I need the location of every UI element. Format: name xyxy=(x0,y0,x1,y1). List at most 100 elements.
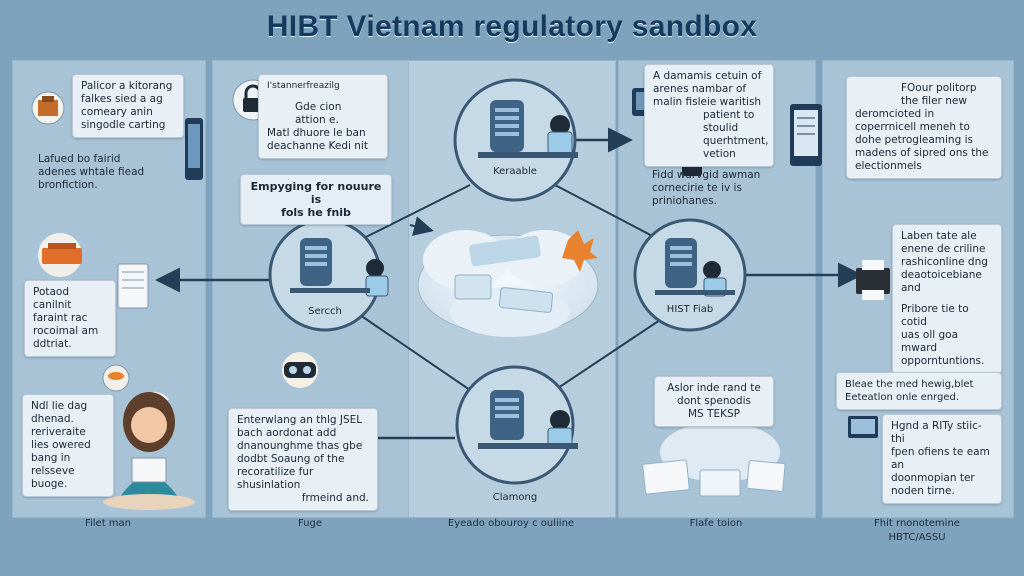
phone-icon xyxy=(185,118,203,180)
text-line: falkes sied a ag xyxy=(81,93,163,105)
text-line: Potaod canilnit xyxy=(33,286,72,311)
text-line: fols he fnib xyxy=(281,206,351,219)
text-line: lies owered xyxy=(31,439,91,451)
text-line: rashiconline dng xyxy=(901,256,988,268)
col2-card-bottom: Enterwlang an thlg JSEL bach aordonat ad… xyxy=(228,408,378,511)
person-illustration xyxy=(102,364,195,510)
text-line: uas oll goa mward xyxy=(901,329,959,354)
text-line: deachanne Kedi nit xyxy=(267,140,368,152)
cloud-stack-illustration xyxy=(642,422,786,497)
cloud-illustration xyxy=(417,230,599,337)
text-line: Gde cion xyxy=(295,101,342,113)
col2-card-top: I'stannerfreazilg Gde cion attion e. Mat… xyxy=(258,74,388,159)
col1-footer: Filet man xyxy=(84,518,132,529)
col5-footer-code: HBTC/ASSU xyxy=(888,532,946,543)
text-line: bach aordonat add xyxy=(237,427,337,439)
col5-card-mid: Laben tate ale enene de criline rashicon… xyxy=(892,224,1002,374)
col1-card-top: Palicor a kitorang falkes sied a ag come… xyxy=(72,74,184,138)
col1-card-bottom: Ndl lie dag dhenad. reriveraite lies owe… xyxy=(22,394,114,497)
col4-card-top: A damamis cetuin of arenes nambar of mal… xyxy=(644,64,774,167)
text-line: Palicor a kitorang xyxy=(81,80,173,92)
col2-footer: Fuge xyxy=(297,518,323,529)
text-line: doonmopian ter xyxy=(891,472,975,484)
text-line: madens of sipred ons the xyxy=(855,147,989,159)
text-line: fpen ofiens te eam an xyxy=(891,446,990,471)
toolbox-icon xyxy=(38,233,82,277)
hub-left xyxy=(268,218,389,332)
hub-top xyxy=(453,78,578,202)
col4-card-note: Fidd warvgid awman cornecirie te iv is p… xyxy=(644,164,774,213)
col4-footer: Flafe toion xyxy=(689,518,743,529)
col5-card-bottom: Hgnd a RITy stiic-thi fpen ofiens te eam… xyxy=(882,414,1002,504)
text-line: adenes whtale fiead xyxy=(38,166,145,178)
text-line: electionmels xyxy=(855,160,922,172)
text-line: opporntuntions. xyxy=(901,355,985,367)
hub-connectors xyxy=(359,184,661,391)
text-line: Aslor inde rand te xyxy=(667,382,761,394)
card-heading: I'stannerfreazilg xyxy=(267,81,340,91)
vr-headset-icon xyxy=(282,352,318,388)
text-line: dnanounghme thas gbe xyxy=(237,440,363,452)
text-line: Pribore tie to cotid xyxy=(901,303,969,328)
text-line: coperrnicell meneh to xyxy=(855,121,970,133)
document-icon xyxy=(117,263,149,309)
text-line: Lafued bo fairid xyxy=(38,153,121,165)
page-title: HIBT Vietnam regulatory sandbox xyxy=(266,10,758,43)
col2-card-highlight: Empyging for nouure is fols he fnib xyxy=(240,174,392,225)
text-line: dont spenodis xyxy=(677,395,751,407)
text-line: dhenad. xyxy=(31,413,74,425)
text-line: Fidd warvgid awman xyxy=(652,169,761,181)
text-line: vetion xyxy=(703,148,736,160)
text-line: stoulid xyxy=(703,122,739,134)
text-line: the filer new xyxy=(901,95,967,107)
col5-card-top: FOour politorp the filer new deromcioted… xyxy=(846,76,1002,179)
text-line: noden tirne. xyxy=(891,485,955,497)
text-line: Bleae the med hewig,blet xyxy=(845,379,974,390)
col1-card-note: Lafued bo fairid adenes whtale fiead bro… xyxy=(30,148,180,197)
col5-card-bottom-head: Bleae the med hewig,blet Eeteatlon onle … xyxy=(836,372,1002,410)
text-line: recoratilize fur shusinlation xyxy=(237,466,314,491)
printer-icon xyxy=(856,260,890,300)
col4-card-bottom: Aslor inde rand te dont spenodis MS TEKS… xyxy=(654,376,774,427)
text-line: FOour politorp xyxy=(901,82,977,94)
col5-footer: Fhit rnonotemine xyxy=(874,518,960,529)
text-line: Hgnd a RITy stiic-thi xyxy=(891,420,982,445)
text-line: querhtment, xyxy=(703,135,769,147)
text-line: frmeind and. xyxy=(301,492,369,504)
text-line: singodle carting xyxy=(81,119,166,131)
text-line: arenes nambar of xyxy=(653,83,747,95)
text-line: deaotoicebiane and xyxy=(901,269,982,294)
text-line: rocoimal am xyxy=(33,325,99,337)
text-line: enene de criline xyxy=(901,243,986,255)
text-line: dohe petrogleaming is xyxy=(855,134,973,146)
hub-right-label: HIST Fiab xyxy=(666,304,714,315)
text-line: priniohanes. xyxy=(652,195,717,207)
text-line: bang in xyxy=(31,452,71,464)
hub-right xyxy=(633,218,747,332)
text-line: relsseve buoge. xyxy=(31,465,75,490)
text-line: malin fisleie waritish xyxy=(653,96,762,108)
text-line: dodbt Soaung of the xyxy=(237,453,345,465)
text-line: faraint rac xyxy=(33,312,88,324)
text-line: patient to xyxy=(703,109,755,121)
col3-footer: Eyeado obouroy c ouliine xyxy=(447,518,575,529)
text-line: bronfiction. xyxy=(38,179,98,191)
hub-bottom xyxy=(455,365,578,485)
text-line: Eeteatlon onle enrged. xyxy=(845,392,960,403)
hub-bottom-label: Clamong xyxy=(492,492,538,503)
text-line: Laben tate ale xyxy=(901,230,977,242)
text-line: A damamis cetuin of xyxy=(653,70,762,82)
text-line: deromcioted in xyxy=(855,108,935,120)
text-line: Ndl lie dag xyxy=(31,400,88,412)
text-line: MS TEKSP xyxy=(688,408,740,420)
hub-left-label: Sercch xyxy=(308,306,342,317)
text-line: reriveraite xyxy=(31,426,86,438)
text-line: Matl dhuore le ban xyxy=(267,127,366,139)
text-line: ddtriat. xyxy=(33,338,72,350)
box-icon xyxy=(31,91,65,125)
col1-card-mid: Potaod canilnit faraint rac rocoimal am … xyxy=(24,280,116,357)
text-line: Empyging for nouure is xyxy=(250,180,382,206)
text-line: attion e. xyxy=(295,114,339,126)
text-line: Enterwlang an thlg JSEL xyxy=(237,414,363,426)
